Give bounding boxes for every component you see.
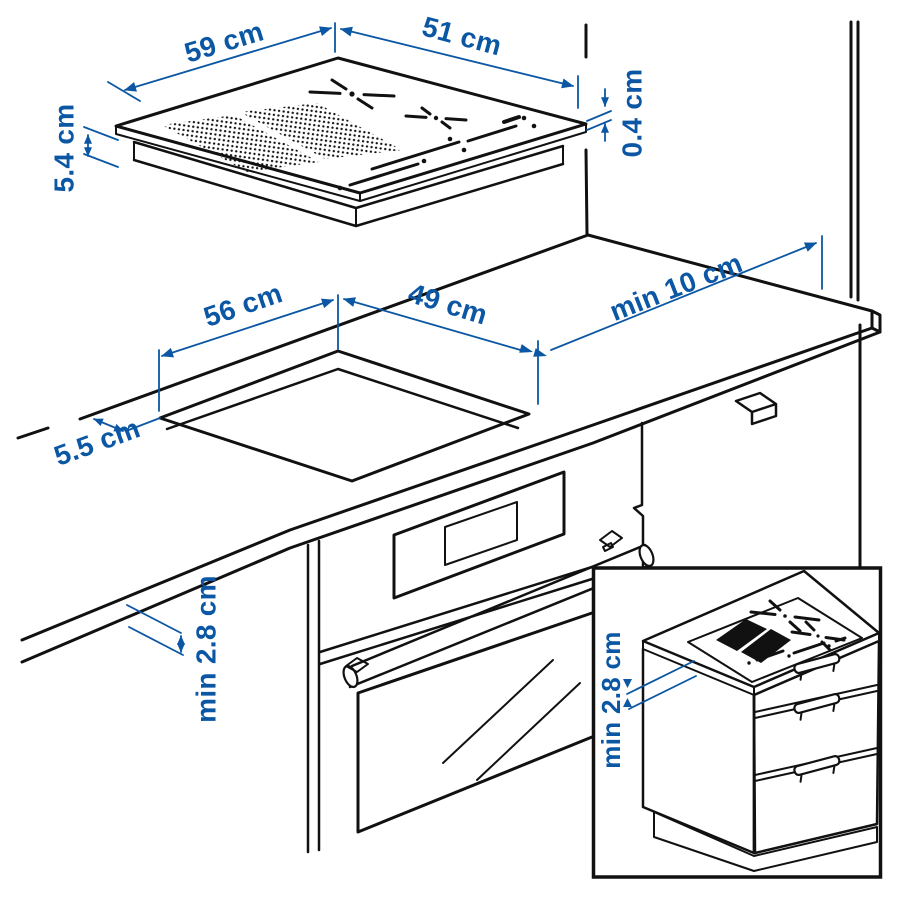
dimensions: [83, 22, 823, 656]
zone-cross-large: [308, 78, 396, 110]
inset-cabinet: [641, 569, 881, 872]
hob-isometric: [114, 56, 588, 228]
oven-door: [356, 611, 594, 834]
zone-cross-small: [404, 106, 468, 130]
inset-cross-large: [749, 599, 821, 633]
induction-zone-right: [162, 115, 319, 172]
worktop-bracket: [734, 391, 778, 426]
dim-0-4cm: [586, 88, 612, 142]
label-hob-depth: 51 cm: [419, 11, 505, 62]
label-hob-height: 5.4 cm: [49, 104, 80, 193]
oven-control-panel: [392, 470, 566, 600]
dim-min10cm: [550, 235, 823, 351]
dim-59cm: [107, 22, 336, 102]
label-inset-worktop-thickness: min 2.8 cm: [596, 631, 626, 768]
inset-border: [591, 566, 883, 879]
drawer-handle-2: [793, 693, 841, 721]
cutout: [158, 349, 531, 483]
dim-56cm: [158, 294, 339, 412]
control-marks: [337, 115, 537, 191]
dim-min2-8cm-inset: [623, 660, 697, 710]
dim-5-5cm: [93, 417, 161, 432]
drawer-handle-3: [793, 755, 841, 783]
glass-reflection: [442, 659, 581, 781]
dim-51cm: [340, 26, 579, 109]
cabinet-side-panel: [306, 539, 321, 854]
oven-display: [444, 501, 518, 566]
induction-zone-left: [240, 103, 402, 159]
label-glass-thickness: 0.4 cm: [617, 69, 648, 158]
wall-lines: [584, 20, 862, 569]
drawer-handle-1: [793, 653, 841, 681]
dim-min2-8cm-left: [126, 604, 185, 656]
dim-5-4cm: [83, 126, 119, 168]
inset-control-marks: [747, 636, 847, 665]
worktop: [16, 233, 882, 664]
dim-49cm: [343, 297, 547, 405]
label-cutout-width: 56 cm: [200, 277, 287, 333]
label-worktop-thickness: min 2.8 cm: [191, 575, 222, 723]
inset-hob: [687, 597, 863, 683]
inset-panel: min 2.8 cm: [591, 566, 883, 879]
